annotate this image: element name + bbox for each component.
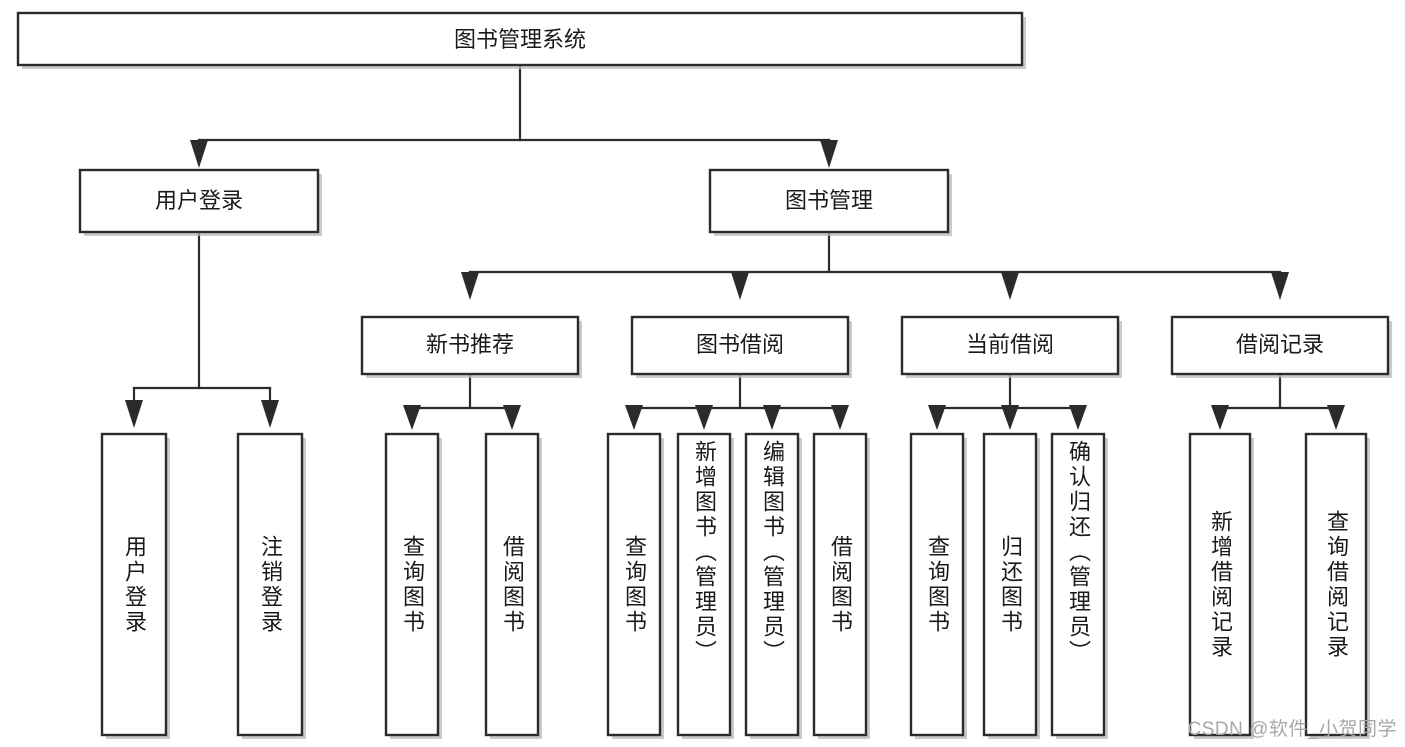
root-label: 图书管理系统 bbox=[454, 27, 586, 52]
new-book-recommend-label: 新书推荐 bbox=[426, 332, 514, 357]
node-root[interactable]: 图书管理系统 bbox=[16, 11, 1026, 69]
csdn-watermark: CSDN @软件_小贺同学 bbox=[1187, 719, 1397, 740]
arrow-to-book-borrow bbox=[731, 272, 749, 300]
node-leaf-query-book-2[interactable] bbox=[606, 432, 664, 739]
node-user-login[interactable]: 用户登录 bbox=[78, 168, 322, 236]
leaf-query-book-3-box[interactable] bbox=[909, 432, 965, 737]
arrow-to-leaf-query-book-2 bbox=[625, 405, 643, 430]
arrow-to-leaf-confirm-return bbox=[1069, 405, 1087, 430]
root-box[interactable] bbox=[16, 11, 1024, 67]
book-manage-box[interactable] bbox=[708, 168, 950, 234]
book-borrow-label: 图书借阅 bbox=[696, 332, 784, 357]
node-current-borrow[interactable]: 当前借阅 bbox=[900, 315, 1122, 378]
user-login-label: 用户登录 bbox=[155, 188, 243, 213]
node-leaf-query-book-1[interactable] bbox=[384, 432, 442, 739]
node-leaf-add-record[interactable] bbox=[1188, 432, 1254, 739]
leaf-node-layer bbox=[100, 432, 1370, 739]
node-leaf-confirm-return[interactable] bbox=[1050, 432, 1108, 739]
arrow-to-leaf-return-book bbox=[1001, 405, 1019, 430]
leaf-add-book-box[interactable] bbox=[676, 432, 732, 737]
leaf-query-book-2-box[interactable] bbox=[606, 432, 662, 737]
node-leaf-user-login[interactable] bbox=[100, 432, 170, 739]
current-borrow-label: 当前借阅 bbox=[966, 332, 1054, 357]
arrow-to-borrow-record bbox=[1271, 272, 1289, 300]
node-leaf-borrow-book-2[interactable] bbox=[812, 432, 870, 739]
new-book-recommend-box[interactable] bbox=[360, 315, 580, 376]
arrow-to-user-login bbox=[190, 140, 208, 168]
node-book-borrow[interactable]: 图书借阅 bbox=[630, 315, 852, 378]
node-leaf-query-record[interactable] bbox=[1304, 432, 1370, 739]
leaf-user-login-box[interactable] bbox=[100, 432, 168, 737]
arrow-to-new-book-recommend bbox=[461, 272, 479, 300]
arrow-to-leaf-user-logout bbox=[261, 400, 279, 428]
book-manage-label: 图书管理 bbox=[785, 188, 873, 213]
node-new-book-recommend[interactable]: 新书推荐 bbox=[360, 315, 582, 378]
arrow-to-leaf-add-book bbox=[695, 405, 713, 430]
node-leaf-return-book[interactable] bbox=[982, 432, 1040, 739]
node-leaf-add-book[interactable] bbox=[676, 432, 734, 739]
borrow-record-box[interactable] bbox=[1170, 315, 1390, 376]
book-borrow-box[interactable] bbox=[630, 315, 850, 376]
borrow-record-label: 借阅记录 bbox=[1236, 332, 1324, 357]
arrow-to-leaf-query-book-3 bbox=[928, 405, 946, 430]
arrow-to-leaf-query-book-1 bbox=[403, 405, 421, 430]
leaf-edit-book-box[interactable] bbox=[744, 432, 800, 737]
leaf-query-record-box[interactable] bbox=[1304, 432, 1368, 737]
arrow-to-leaf-user-login bbox=[125, 400, 143, 428]
arrow-to-leaf-borrow-book-2 bbox=[831, 405, 849, 430]
node-book-manage[interactable]: 图书管理 bbox=[708, 168, 952, 236]
node-leaf-query-book-3[interactable] bbox=[909, 432, 967, 739]
node-leaf-user-logout[interactable] bbox=[236, 432, 306, 739]
current-borrow-box[interactable] bbox=[900, 315, 1120, 376]
leaf-confirm-return-box[interactable] bbox=[1050, 432, 1106, 737]
leaf-return-book-box[interactable] bbox=[982, 432, 1038, 737]
leaf-user-logout-box[interactable] bbox=[236, 432, 304, 737]
arrow-to-leaf-add-record bbox=[1211, 405, 1229, 430]
leaf-borrow-book-2-box[interactable] bbox=[812, 432, 868, 737]
connector-layer bbox=[125, 63, 1345, 430]
arrow-to-leaf-borrow-book-1 bbox=[503, 405, 521, 430]
node-leaf-borrow-book-1[interactable] bbox=[484, 432, 542, 739]
leaf-borrow-book-1-box[interactable] bbox=[484, 432, 540, 737]
arrow-to-leaf-edit-book bbox=[763, 405, 781, 430]
user-login-box[interactable] bbox=[78, 168, 320, 234]
node-borrow-record[interactable]: 借阅记录 bbox=[1170, 315, 1392, 378]
arrow-to-current-borrow bbox=[1001, 272, 1019, 300]
arrow-to-leaf-query-record bbox=[1327, 405, 1345, 430]
leaf-add-record-box[interactable] bbox=[1188, 432, 1252, 737]
leaf-query-book-1-box[interactable] bbox=[384, 432, 440, 737]
arrow-to-book-manage bbox=[820, 140, 838, 168]
node-leaf-edit-book[interactable] bbox=[744, 432, 802, 739]
